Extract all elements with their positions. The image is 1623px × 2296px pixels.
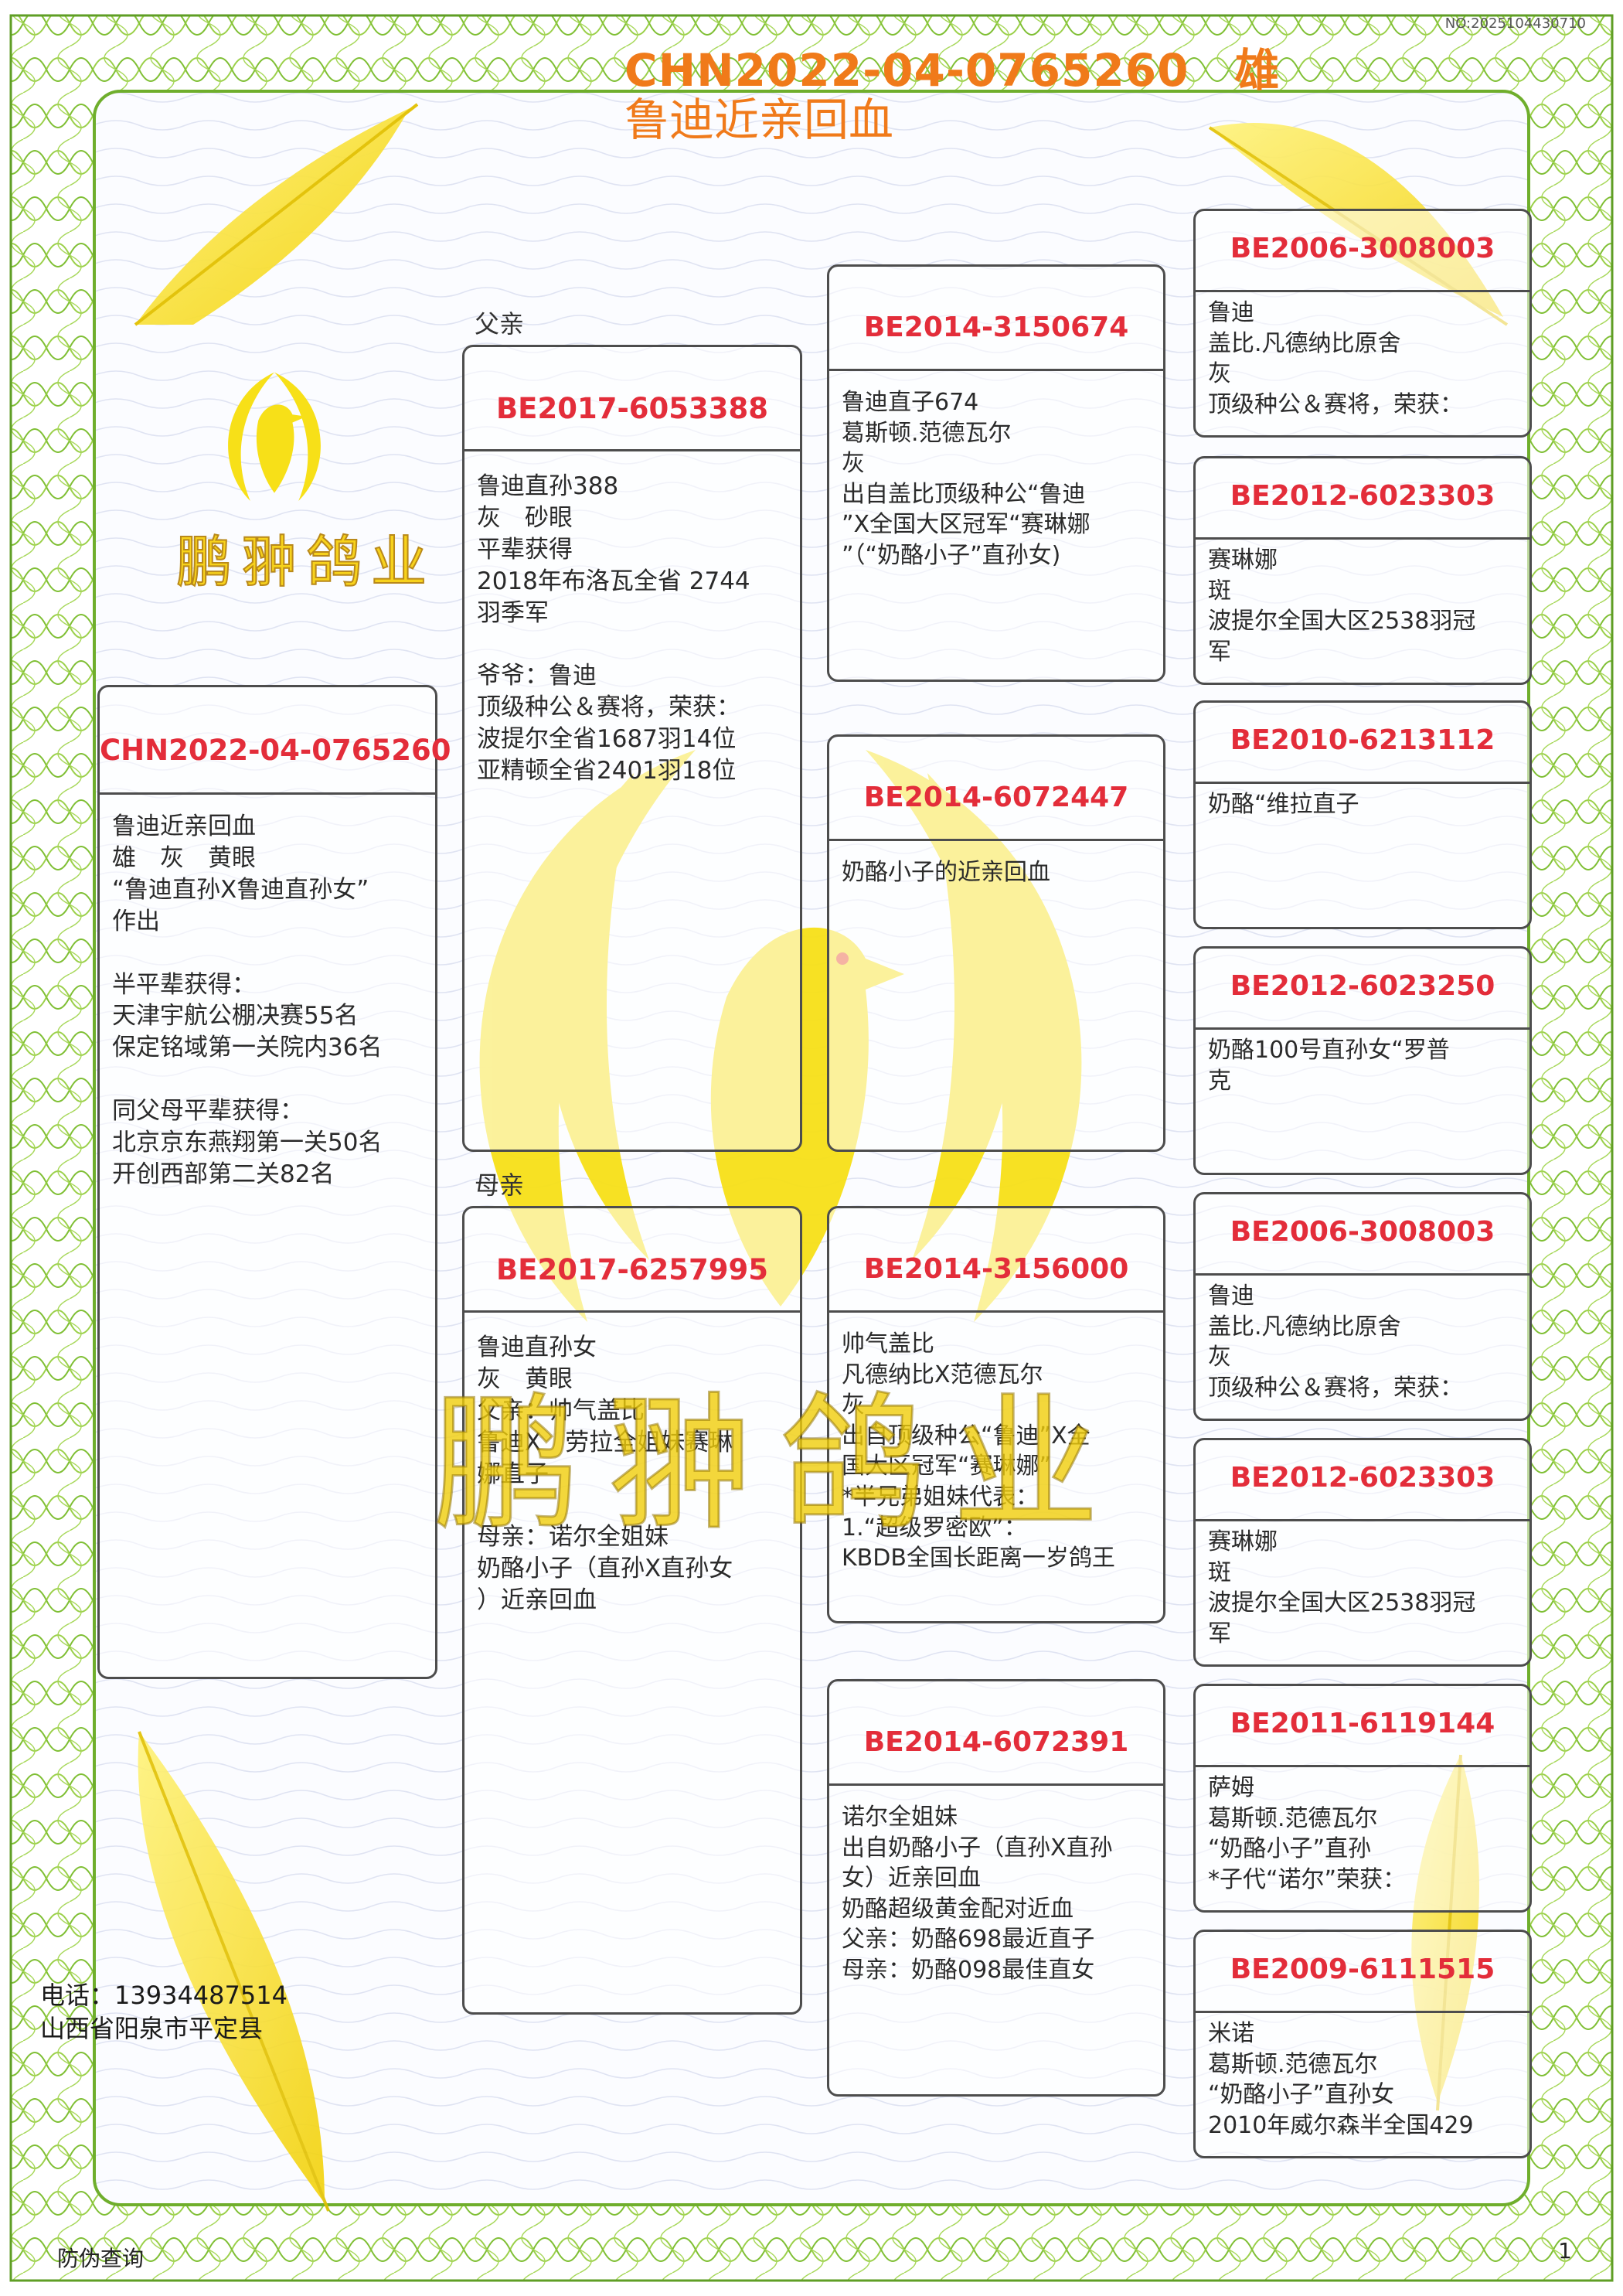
mother-label: 母亲 [475, 1170, 525, 1200]
great-grandparent-ring: BE2010-6213112 [1230, 724, 1495, 756]
grandparent-card: BE2014-3156000 帅气盖比 凡德纳比X范德瓦尔 灰 出自顶级种公“鲁… [827, 1206, 1165, 1623]
anti-counterfeit-link[interactable]: 防伪查询 [57, 2246, 145, 2271]
brand-watermark: 鹏翀鸽业 [431, 1378, 1126, 1552]
great-grandparent-card: BE2006-3008003 鲁迪 盖比.凡德纳比原舍 灰 顶级种公＆赛将，荣获… [1193, 209, 1532, 438]
great-grandparent-details: 奶酪“维拉直子 [1208, 791, 1359, 818]
grandparent-ring: BE2014-3150674 [863, 312, 1129, 343]
great-grandparent-card: BE2010-6213112 奶酪“维拉直子 [1193, 700, 1532, 929]
great-grandparent-details: 赛琳娜 斑 波提尔全国大区2538羽冠 军 [1208, 547, 1476, 666]
brand-logo-text: 鹏翀鸽业 [175, 529, 437, 595]
great-grandparent-details: 奶酪100号直孙女“罗普 克 [1208, 1037, 1450, 1095]
great-grandparent-ring: BE2006-3008003 [1230, 1216, 1495, 1248]
grandparent-card: BE2014-3150674 鲁迪直子674 葛斯顿.范德瓦尔 灰 出自盖比顶级… [827, 264, 1165, 682]
page-number: 1 [1558, 2238, 1572, 2264]
great-grandparent-ring: BE2012-6023303 [1230, 480, 1495, 512]
father-label: 父亲 [475, 309, 525, 339]
subject-card: CHN2022-04-0765260 鲁迪近亲回血 雄 灰 黄眼 “鲁迪直孙X鲁… [97, 685, 451, 1679]
mother-ring: BE2017-6257995 [495, 1253, 769, 1286]
great-grandparent-details: 米诺 葛斯顿.范德瓦尔 “奶酪小子”直孙女 2010年威尔森半全国429 [1208, 2020, 1474, 2139]
great-grandparent-ring: BE2011-6119144 [1230, 1708, 1495, 1739]
grandparent-card: BE2014-6072447 奶酪小子的近亲回血 [827, 734, 1165, 1152]
great-grandparent-card: BE2011-6119144 萨姆 葛斯顿.范德瓦尔 “奶酪小子”直孙 *子代“… [1193, 1684, 1532, 1913]
grandparent-ring: BE2014-6072391 [863, 1726, 1129, 1758]
mother-card: BE2017-6257995 鲁迪直孙女 灰 黄眼 父亲：帅气盖比 鲁迪X 劳拉… [462, 1206, 802, 2015]
great-grandparent-card: BE2006-3008003 鲁迪 盖比.凡德纳比原舍 灰 顶级种公＆赛将，荣获… [1193, 1192, 1532, 1421]
grandparent-card: BE2014-6072391 诺尔全姐妹 出自奶酪小子（直孙X直孙 女）近亲回血… [827, 1679, 1165, 2097]
header-ring-number: CHN2022-04-0765260 雄 [624, 44, 1281, 97]
great-grandparent-card: BE2012-6023303 赛琳娜 斑 波提尔全国大区2538羽冠 军 [1193, 1438, 1532, 1667]
grandparent-ring: BE2014-3156000 [863, 1253, 1129, 1285]
grandparent-details: 鲁迪直子674 葛斯顿.范德瓦尔 灰 出自盖比顶级种公“鲁迪 ”X全国大区冠军“… [842, 389, 1091, 569]
feather-icon [134, 103, 419, 326]
great-grandparent-card: BE2012-6023303 赛琳娜 斑 波提尔全国大区2538羽冠 军 [1193, 456, 1532, 685]
mother-details: 鲁迪直孙女 灰 黄眼 父亲：帅气盖比 鲁迪X 劳拉全姐妹赛琳 娜直子 母亲：诺尔… [477, 1334, 733, 1615]
great-grandparent-details: 鲁迪 盖比.凡德纳比原舍 灰 顶级种公＆赛将，荣获： [1208, 299, 1463, 418]
feather-icon [138, 1731, 330, 2212]
phoenix-logo-icon [228, 372, 321, 501]
contact-address: 山西省阳泉市平定县 [40, 2014, 264, 2044]
father-details: 鲁迪直孙388 灰 砂眼 平辈获得 2018年布洛瓦全省 2744 羽季军 爷爷… [477, 472, 750, 785]
father-ring: BE2017-6053388 [495, 392, 769, 425]
great-grandparent-ring: BE2012-6023303 [1230, 1462, 1495, 1494]
header-pigeon-name: 鲁迪近亲回血 [624, 94, 894, 146]
grandparent-details: 诺尔全姐妹 出自奶酪小子（直孙X直孙 女）近亲回血 奶酪超级黄金配对近血 父亲：… [842, 1804, 1113, 1984]
father-card: BE2017-6053388 鲁迪直孙388 灰 砂眼 平辈获得 2018年布洛… [462, 345, 802, 1152]
grandparent-details: 奶酪小子的近亲回血 [842, 859, 1050, 886]
certificate-number: NO:2025104430710 [1444, 15, 1586, 32]
grandparent-details: 帅气盖比 凡德纳比X范德瓦尔 灰 出自顶级种公“鲁迪”X全 国大区冠军“赛琳娜”… [842, 1330, 1115, 1572]
great-grandparent-details: 鲁迪 盖比.凡德纳比原舍 灰 顶级种公＆赛将，荣获： [1208, 1283, 1463, 1402]
great-grandparent-details: 萨姆 葛斯顿.范德瓦尔 “奶酪小子”直孙 *子代“诺尔”荣获： [1208, 1774, 1407, 1893]
great-grandparent-card: BE2009-6111515 米诺 葛斯顿.范德瓦尔 “奶酪小子”直孙女 201… [1193, 1930, 1532, 2158]
subject-ring: CHN2022-04-0765260 [100, 734, 451, 767]
great-grandparent-details: 赛琳娜 斑 波提尔全国大区2538羽冠 军 [1208, 1528, 1476, 1647]
great-grandparent-ring: BE2006-3008003 [1230, 233, 1495, 264]
great-grandparent-ring: BE2012-6023250 [1230, 970, 1495, 1002]
contact-phone: 电话：13934487514 [40, 1981, 288, 2010]
subject-details: 鲁迪近亲回血 雄 灰 黄眼 “鲁迪直孙X鲁迪直孙女” 作出 半平辈获得： 天津宇… [112, 812, 383, 1188]
contact-info: 电话：13934487514 山西省阳泉市平定县 [40, 1979, 288, 2046]
grandparent-ring: BE2014-6072447 [863, 782, 1129, 813]
great-grandparent-card: BE2012-6023250 奶酪100号直孙女“罗普 克 [1193, 946, 1532, 1175]
great-grandparent-ring: BE2009-6111515 [1230, 1954, 1495, 1985]
